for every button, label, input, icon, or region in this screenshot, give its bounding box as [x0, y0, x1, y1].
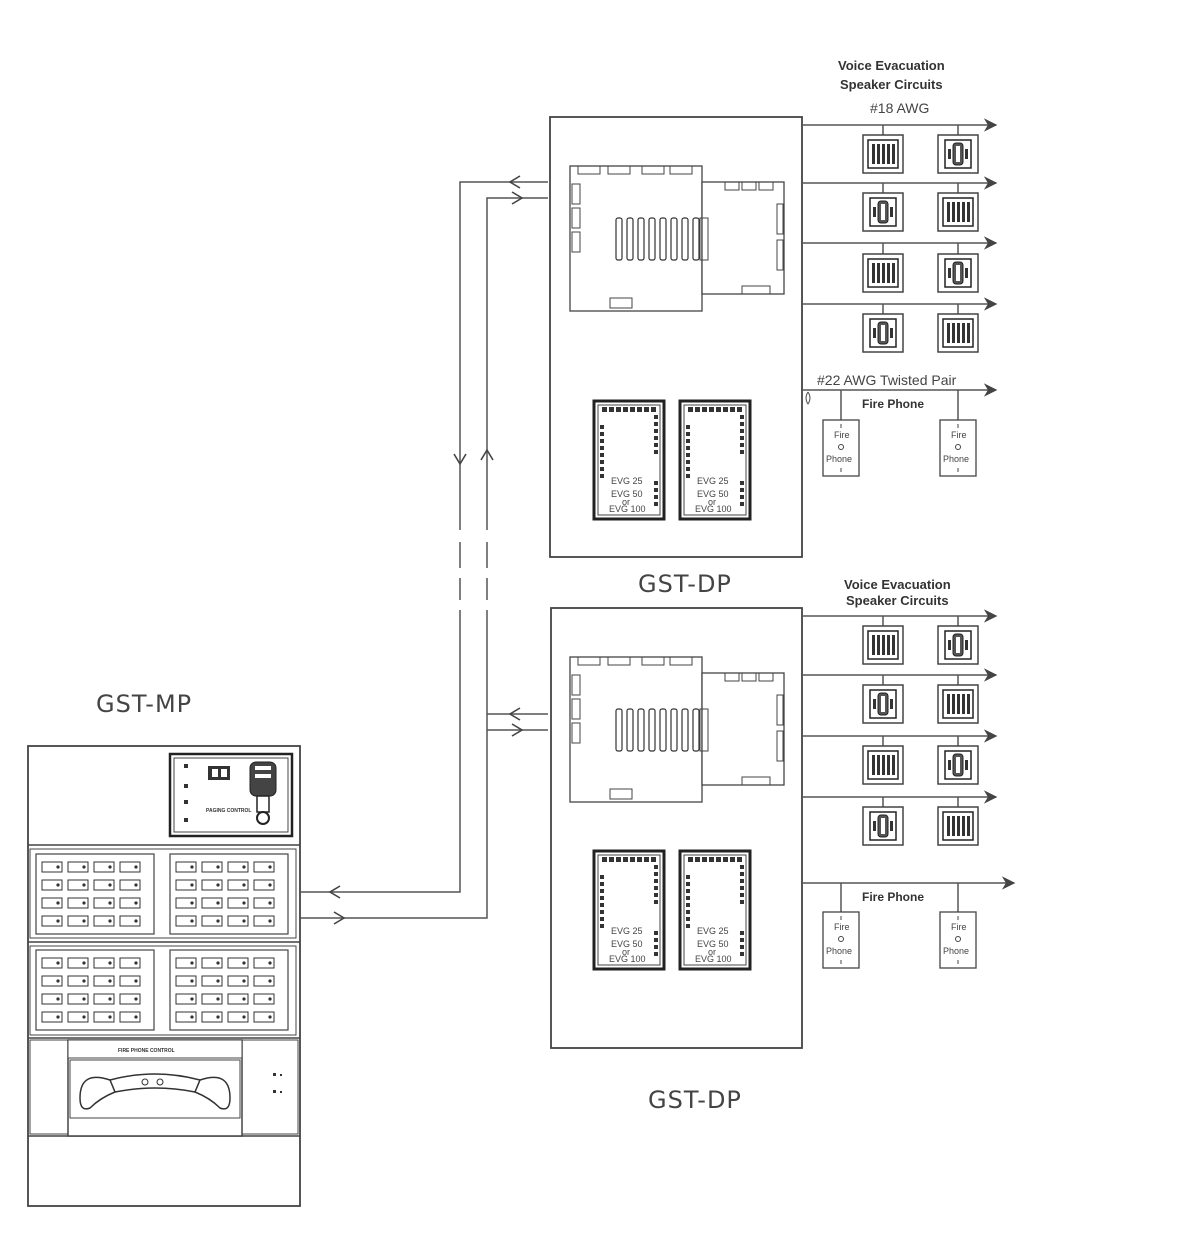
dp-top-amp1-label-d: EVG 100: [609, 504, 646, 514]
dp-bottom-amp2-label-b: EVG 50: [697, 939, 729, 949]
fire-phone-jack-icon: [939, 419, 977, 477]
dp-bottom-amp1-label-c: or: [622, 947, 630, 957]
strobe-speaker-icon: [937, 745, 979, 785]
phone-jack-label-4a: Fire: [951, 922, 967, 932]
dp-top-speaker-header-2: Speaker Circuits: [840, 77, 943, 92]
strobe-speaker-icon: [862, 192, 904, 232]
dp-top-amp2-label-d: EVG 100: [695, 504, 732, 514]
dp-bottom-amp2-label-c: or: [708, 947, 716, 957]
strobe-speaker-icon: [937, 134, 979, 174]
microphone-icon: [249, 761, 277, 825]
dp-bottom-speaker-circuits: [802, 609, 998, 807]
phone-jack-label-1b: Phone: [826, 454, 852, 464]
strobe-speaker-icon: [937, 253, 979, 293]
paging-control-label: PAGING CONTROL: [206, 808, 251, 814]
fire-phone-control-label: FIRE PHONE CONTROL: [118, 1048, 175, 1054]
annunciator-module-2: [29, 945, 297, 1036]
riser-arrows: [328, 175, 524, 925]
riser-break-marks: [455, 530, 492, 610]
horn-speaker-icon: [937, 684, 979, 724]
phone-jack-label-4b: Phone: [943, 946, 969, 956]
telephone-handset-icon: [79, 1073, 231, 1110]
dp-top-speaker-header-1: Voice Evacuation: [838, 58, 945, 73]
dp-top-amp2-label-a: EVG 25: [697, 476, 729, 486]
dp-bottom-amp2-label-a: EVG 25: [697, 926, 729, 936]
strobe-speaker-icon: [862, 684, 904, 724]
dp-top-phone-awg: #22 AWG Twisted Pair: [817, 372, 957, 388]
horn-speaker-icon: [862, 134, 904, 174]
dp-bottom-phone-circuit: [802, 876, 1016, 912]
horn-speaker-icon: [862, 745, 904, 785]
dp-top-amp2-label-b: EVG 50: [697, 489, 729, 499]
dp-bottom-amp1-label-b: EVG 50: [611, 939, 643, 949]
horn-speaker-icon: [862, 625, 904, 665]
dp-top-phone-circuit: [802, 383, 998, 420]
dp-bottom-amp1-label-d: EVG 100: [609, 954, 646, 964]
strobe-speaker-icon: [862, 806, 904, 846]
dp-bottom-fire-phone: Fire Phone: [862, 890, 924, 904]
fire-phone-jack-icon: [822, 419, 860, 477]
dp-top-amp1-label-b: EVG 50: [611, 489, 643, 499]
phone-jack-label-1a: Fire: [834, 430, 850, 440]
dp-bottom-speaker-header-2: Speaker Circuits: [846, 593, 949, 608]
riser-wiring: [300, 181, 548, 919]
dp-bottom-title: GST-DP: [648, 1086, 742, 1114]
horn-speaker-icon: [862, 253, 904, 293]
fire-phone-control-module: FIRE PHONE CONTROL: [29, 1039, 299, 1137]
dp-bottom-speaker-header-1: Voice Evacuation: [844, 577, 951, 592]
annunciator-module-1: [29, 848, 297, 939]
dp-top-cabinet: [549, 116, 803, 558]
mp-title: GST-MP: [96, 690, 192, 718]
dp-top-amp1-label-a: EVG 25: [611, 476, 643, 486]
dp-top-fire-phone: Fire Phone: [862, 397, 924, 411]
horn-speaker-icon: [937, 192, 979, 232]
strobe-speaker-icon: [937, 625, 979, 665]
paging-control-module: PAGING CONTROL: [168, 752, 294, 838]
dp-top-amp1-label-c: or: [622, 497, 630, 507]
horn-speaker-icon: [937, 806, 979, 846]
phone-jack-label-2a: Fire: [951, 430, 967, 440]
dp-top-amp2-label-c: or: [708, 497, 716, 507]
dp-bottom-cabinet: [550, 607, 803, 1049]
dp-top-speaker-circuits: [802, 118, 998, 314]
horn-speaker-icon: [937, 313, 979, 353]
strobe-speaker-icon: [862, 313, 904, 353]
dp-top-title: GST-DP: [638, 570, 732, 598]
phone-jack-label-3a: Fire: [834, 922, 850, 932]
dp-top-speaker-awg: #18 AWG: [870, 100, 929, 116]
dp-bottom-amp2-label-d: EVG 100: [695, 954, 732, 964]
phone-jack-label-2b: Phone: [943, 454, 969, 464]
phone-jack-label-3b: Phone: [826, 946, 852, 956]
fire-phone-jack-icon: [822, 911, 860, 969]
fire-phone-jack-icon: [939, 911, 977, 969]
dp-bottom-amp1-label-a: EVG 25: [611, 926, 643, 936]
